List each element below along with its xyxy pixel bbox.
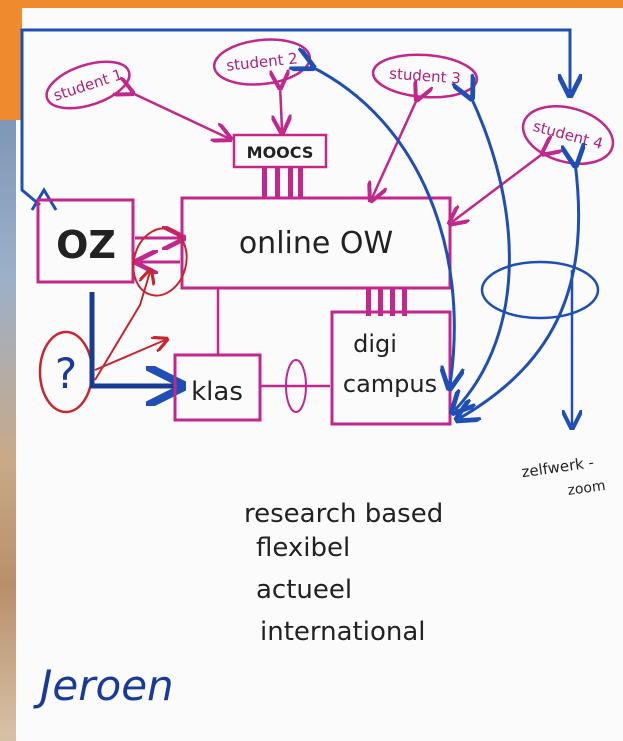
blue-arrow-student4-digicampus: [460, 162, 579, 418]
keyword-actueel: actueel: [256, 575, 352, 605]
moocs-label: MOOCS: [247, 143, 314, 162]
keyword-international: international: [260, 617, 426, 647]
arrow-student4-onlineow: [452, 152, 545, 222]
digi-label: digi: [353, 330, 397, 358]
student-2-node: student 2: [212, 38, 312, 86]
orange-left-bar: [0, 0, 22, 120]
klas-label: klas: [191, 377, 243, 407]
red-circle-link: [132, 227, 188, 297]
student-3-label: student 3: [389, 65, 462, 88]
left-photo-strip: [0, 120, 16, 741]
orange-top-bar: [0, 0, 623, 8]
zoom-ellipse: [480, 260, 600, 320]
student-1-node: student 1: [45, 60, 131, 110]
student-4-label: student 4: [531, 117, 605, 153]
arrow-student2-moocs: [280, 85, 282, 130]
student-2-label: student 2: [225, 49, 298, 74]
moocs-box: MOOCS: [232, 133, 328, 197]
online-ow-box: online OW: [180, 196, 452, 290]
question-node: ?: [38, 330, 94, 414]
zelfwerk-label: zelfwerk -: [520, 453, 595, 481]
student-3-node: student 3: [371, 53, 479, 99]
keyword-flexibel: flexibel: [256, 533, 350, 563]
blue-loop-start-arrow: [30, 187, 58, 211]
digi-campus-box: digi campus: [330, 310, 452, 426]
student-1-label: student 1: [51, 65, 125, 104]
blue-arrow-student3-digicampus: [455, 95, 511, 410]
blue-oz-klas-connector: [89, 292, 176, 386]
klas-box: klas: [173, 353, 262, 422]
arrow-student1-moocs: [130, 92, 228, 138]
arrow-student3-onlineow: [372, 97, 418, 198]
campus-label: campus: [343, 370, 437, 398]
red-arrow-question-klas: [94, 340, 165, 371]
oz-box: OZ: [36, 198, 135, 284]
red-arrow-question-oz: [94, 272, 150, 381]
zoom-label: zoom: [567, 478, 607, 499]
blue-loop-connector: [20, 28, 570, 207]
signature-jeroen: Jeroen: [33, 661, 174, 710]
online-ow-label: online OW: [239, 226, 393, 261]
keyword-research-based: research based: [244, 499, 443, 529]
oz-label: OZ: [56, 223, 116, 267]
question-mark: ?: [55, 349, 77, 398]
